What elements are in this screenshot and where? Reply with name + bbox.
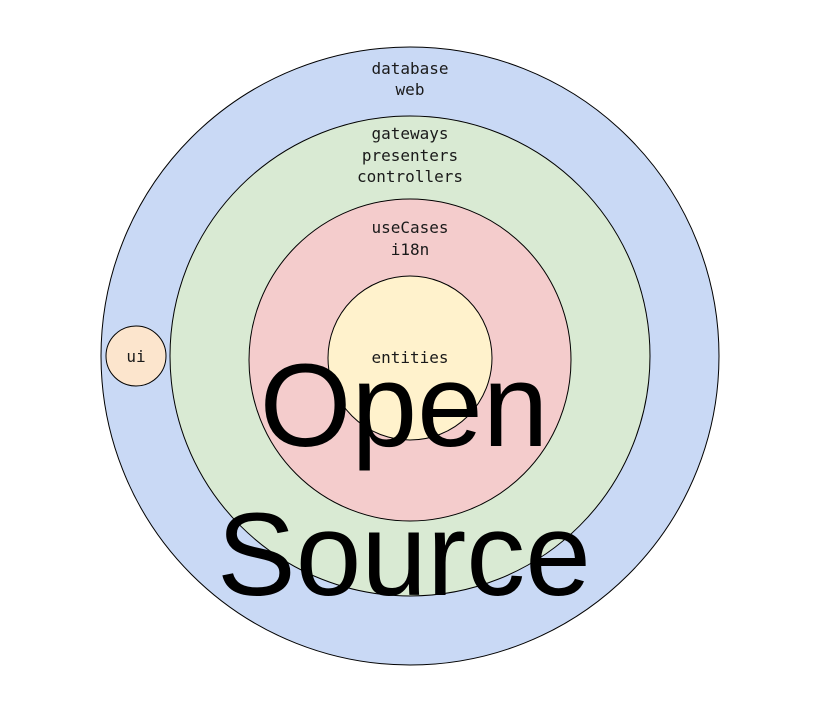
- outer-layer-label-database: database: [371, 59, 448, 78]
- adapters-layer-label-controllers: controllers: [357, 167, 463, 186]
- outer-layer-label-web: web: [396, 80, 425, 99]
- overlay-text-open: Open: [260, 340, 549, 472]
- adapters-layer-label-presenters: presenters: [362, 146, 458, 165]
- entities-core-label: entities: [371, 348, 448, 367]
- use-cases-layer-label-usecases: useCases: [371, 218, 448, 237]
- entities-core-circle: [327, 275, 493, 441]
- ui-node-circle: [105, 325, 167, 387]
- ui-node-label: ui: [126, 347, 145, 366]
- adapters-layer-label-gateways: gateways: [371, 124, 448, 143]
- use-cases-layer-label-i18n: i18n: [391, 240, 430, 259]
- overlay-text-source: Source: [217, 489, 591, 621]
